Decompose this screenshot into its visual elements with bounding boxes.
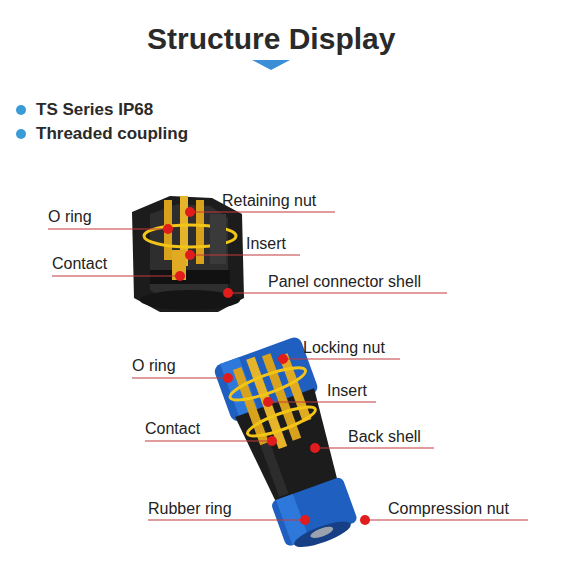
part-label: Locking nut [303, 339, 385, 357]
feature-bullet: Threaded coupling [36, 124, 188, 144]
part-label: Retaining nut [222, 192, 316, 210]
part-label: Rubber ring [148, 500, 232, 518]
part-label: O ring [48, 208, 92, 226]
title: Structure Display [147, 22, 395, 56]
feature-bullet: TS Series IP68 [36, 100, 153, 120]
part-label: O ring [132, 357, 176, 375]
part-label: Back shell [348, 428, 421, 446]
part-label: Contact [145, 420, 200, 438]
plug-connector [213, 335, 369, 557]
part-label: Contact [52, 255, 107, 273]
bullet-dot [16, 105, 26, 115]
callout-dots [163, 207, 370, 525]
part-label: Panel connector shell [268, 273, 421, 291]
panel-connector [132, 196, 244, 312]
leader-lines [48, 212, 528, 520]
part-label: Compression nut [388, 500, 509, 518]
bullet-dot [16, 129, 26, 139]
title-marker [252, 60, 290, 70]
part-label: Insert [327, 382, 367, 400]
part-label: Insert [246, 235, 286, 253]
